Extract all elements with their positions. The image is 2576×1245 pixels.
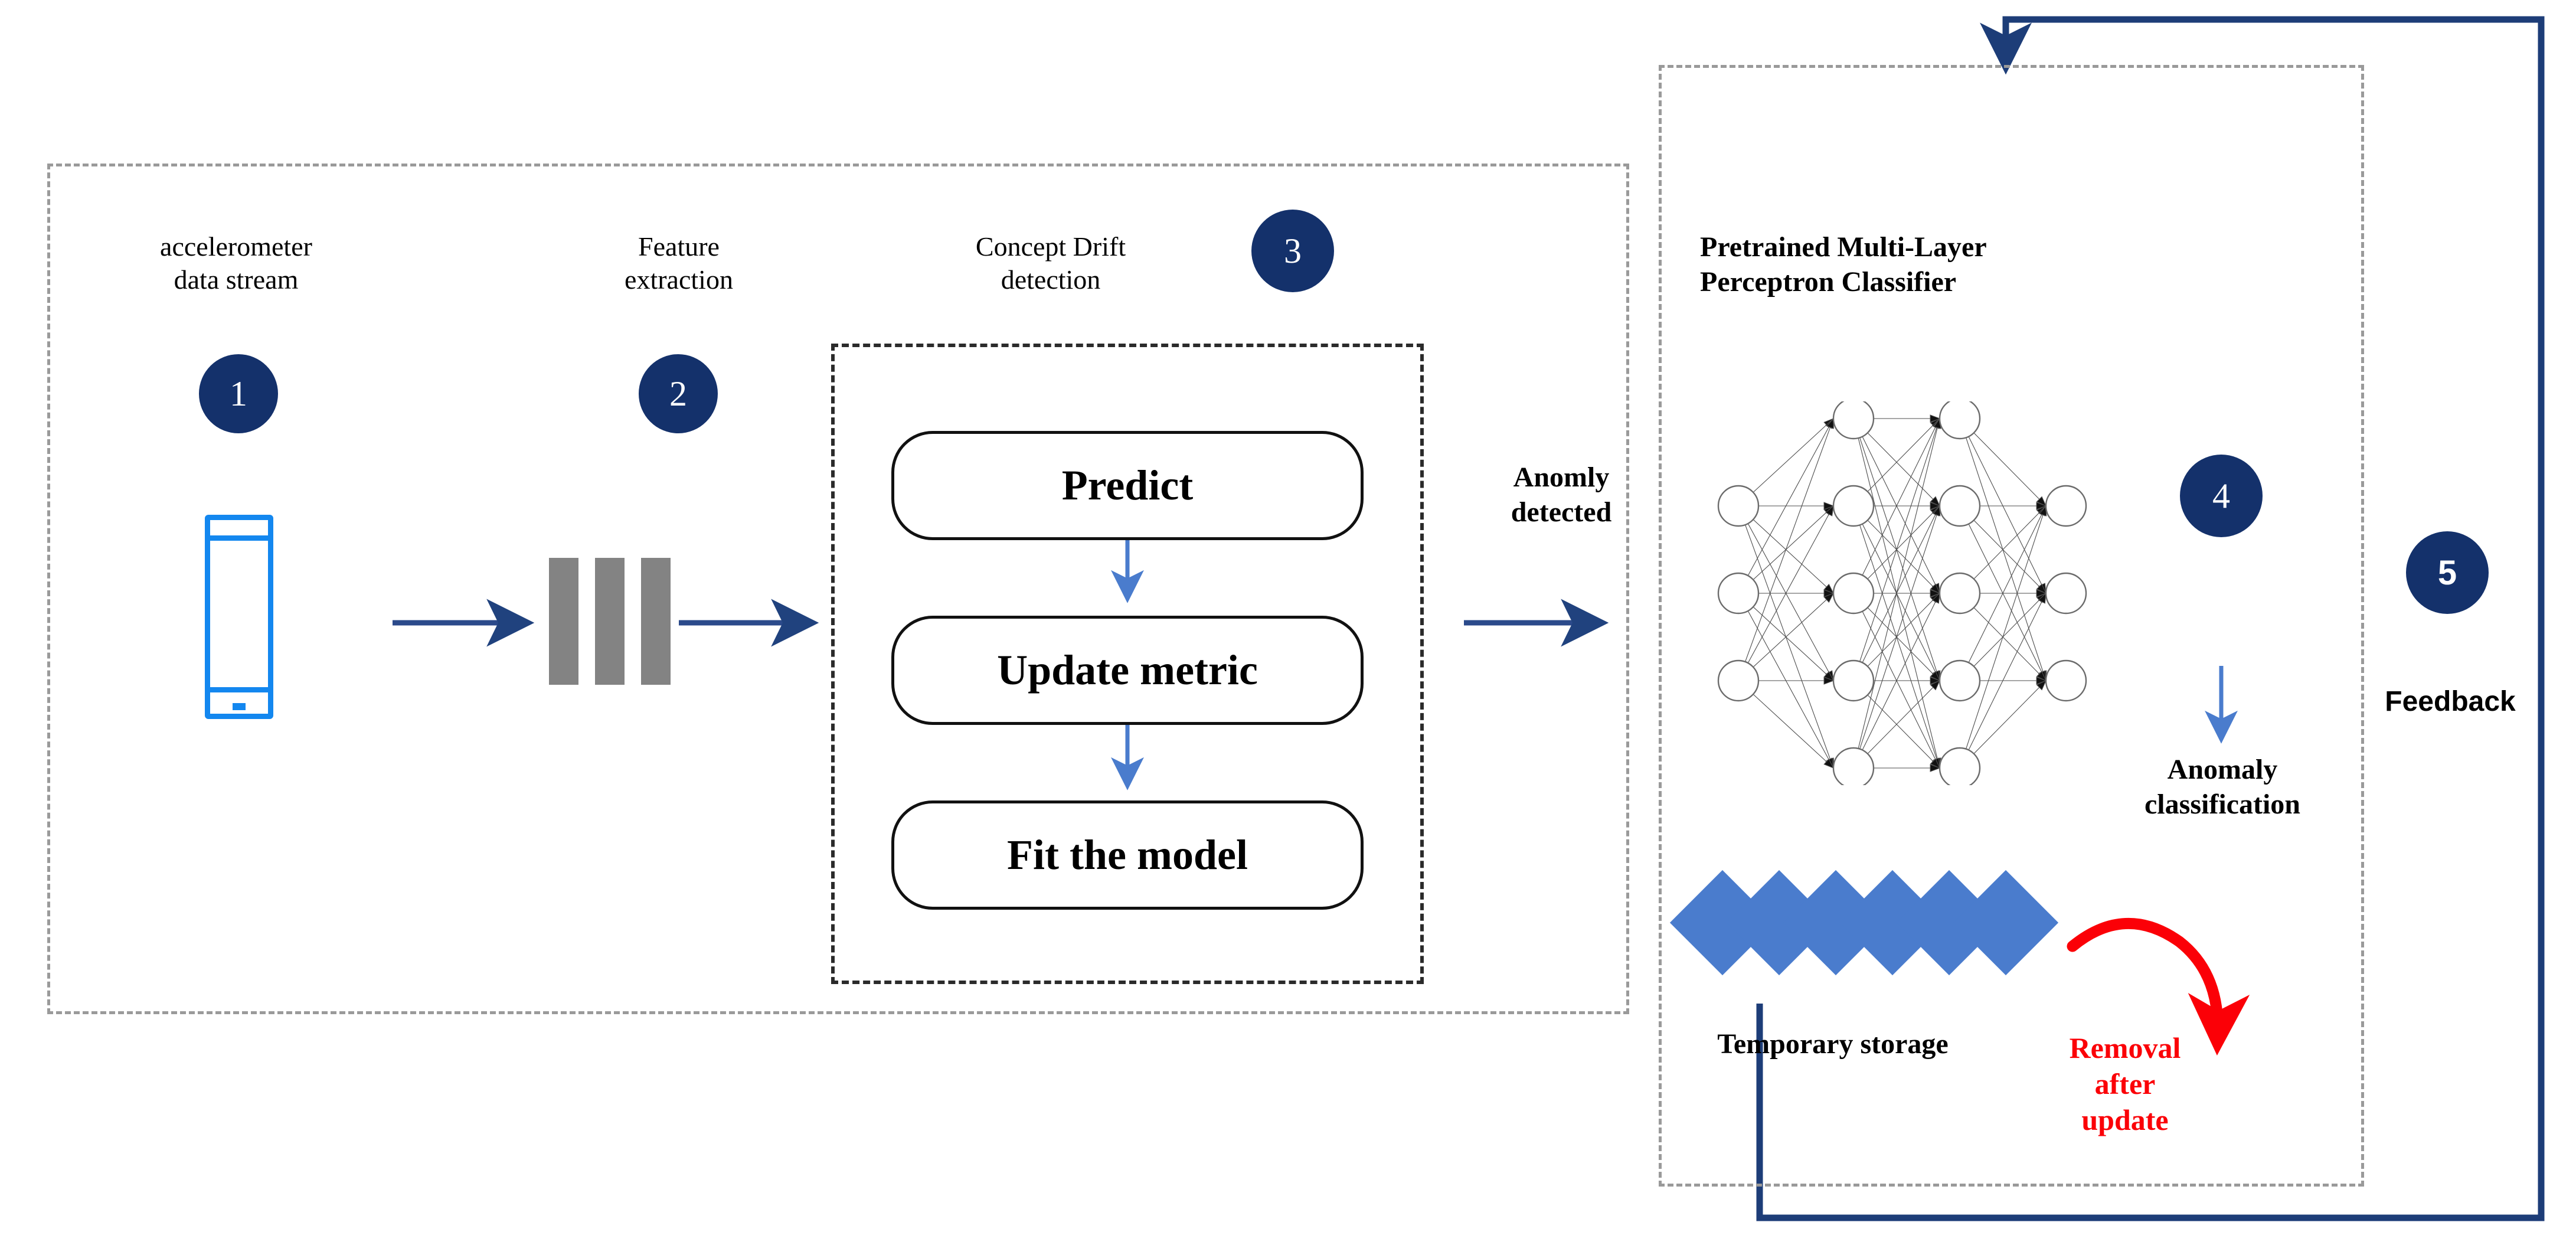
- classifier-title: Pretrained Multi-Layer Perceptron Classi…: [1700, 231, 1987, 298]
- step-badge-4: 4: [2180, 455, 2263, 537]
- step-badge-3: 3: [1251, 210, 1334, 292]
- phone-home-button-icon: [233, 703, 246, 710]
- feature-bar: [595, 558, 625, 685]
- feature-extraction-label: Feature extraction: [625, 231, 733, 295]
- anomaly-classification-label: Anomaly classification: [2145, 754, 2300, 820]
- mlp-network-icon: [1682, 397, 2096, 789]
- step-badge-1: 1: [199, 354, 278, 433]
- temporary-storage-icon: [1669, 868, 2059, 980]
- feedback-label: Feedback: [2385, 686, 2516, 717]
- temporary-storage-label: Temporary storage: [1717, 1028, 1949, 1060]
- stage-pill-update-metric[interactable]: Update metric: [891, 616, 1364, 725]
- removal-after-update-label: Removal after update: [2069, 1031, 2181, 1136]
- step-badge-2: 2: [639, 354, 718, 433]
- accelerometer-label: accelerometer data stream: [160, 231, 312, 295]
- concept-drift-label: Concept Drift detection: [975, 231, 1126, 295]
- feature-bars-icon: [549, 558, 673, 685]
- feature-bar: [549, 558, 578, 685]
- anomaly-detected-label: Anomly detected: [1511, 462, 1612, 528]
- edge-processing-panel: [47, 164, 1629, 1014]
- smartphone-icon: [205, 515, 273, 719]
- classifier-panel: [1659, 65, 2364, 1187]
- phone-speaker-bar: [210, 535, 268, 541]
- step-badge-5: 5: [2406, 531, 2489, 614]
- feature-bar: [641, 558, 671, 685]
- concept-drift-detection-box: [831, 344, 1424, 984]
- stage-pill-fit-the-model[interactable]: Fit the model: [891, 800, 1364, 910]
- storage-diamond: [1953, 870, 2059, 976]
- phone-screen-bottom-bar: [210, 687, 268, 692]
- stage-pill-predict[interactable]: Predict: [891, 431, 1364, 540]
